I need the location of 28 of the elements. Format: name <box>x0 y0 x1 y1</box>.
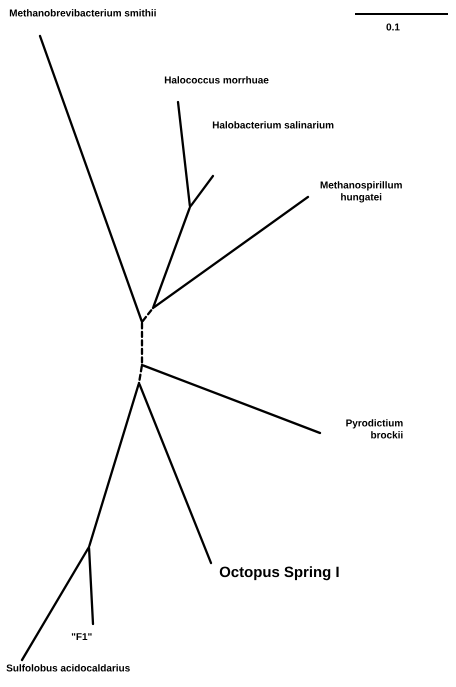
scale-label: 0.1 <box>386 23 400 31</box>
taxon-label: "F1" <box>72 633 92 640</box>
branch-point <box>188 206 192 208</box>
branch-point <box>140 364 144 366</box>
branch-point <box>152 306 154 310</box>
tree-branch <box>142 308 154 322</box>
taxon-label: Halococcus morrhuae <box>164 76 268 84</box>
taxon-label: Methanospirillum hungatei <box>320 181 402 202</box>
taxon-label: Halobacterium salinarium <box>212 121 334 128</box>
branch-point <box>88 546 90 548</box>
tree-branch <box>142 364 322 434</box>
tree-branch <box>38 34 143 322</box>
branch-point <box>140 320 144 324</box>
taxon-label: Sulfolobus acidocaldarius <box>6 664 130 672</box>
tree-branch <box>176 100 191 207</box>
tree-branch <box>138 383 212 564</box>
branch-point <box>138 382 140 384</box>
tree-branch <box>152 196 310 308</box>
taxon-label: Pyrodictium brockii <box>346 419 403 438</box>
tree-branch <box>140 322 144 365</box>
tree-branch <box>88 383 140 547</box>
tree-branch <box>138 365 143 383</box>
tree-branch <box>190 174 214 208</box>
tree-branch <box>20 547 90 662</box>
taxon-label: Octopus Spring I <box>220 566 339 580</box>
tree-branch <box>152 207 191 308</box>
tree-branch <box>88 547 94 626</box>
taxon-label: Methanobrevibacterium smithii <box>10 9 156 16</box>
